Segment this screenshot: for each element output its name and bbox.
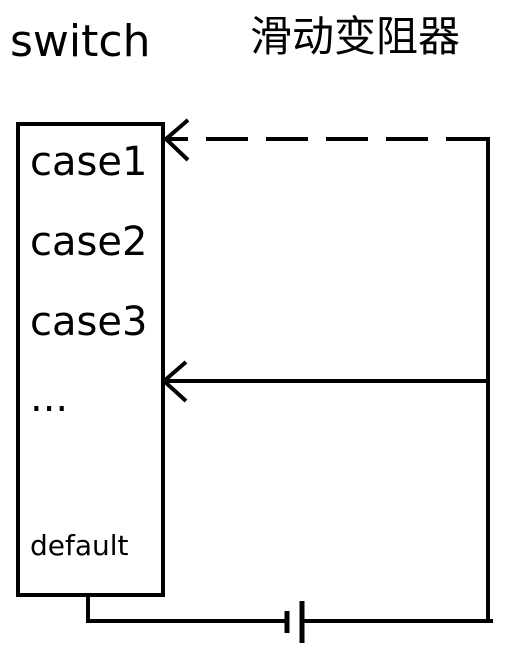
- arrow-left-icon: [163, 118, 190, 162]
- case-label: case1: [30, 139, 148, 185]
- default-label: default: [30, 529, 129, 562]
- case-label: case2: [30, 219, 148, 265]
- rheostat-title: 滑动变阻器: [250, 12, 461, 61]
- case-ellipsis: ...: [30, 375, 69, 421]
- bottom-wire-left: [86, 595, 286, 623]
- battery-icon: [284, 601, 305, 643]
- switch-title: switch: [10, 16, 151, 67]
- switch-box: [16, 122, 165, 597]
- case-label: case3: [30, 299, 148, 345]
- arrow-left-icon: [160, 360, 188, 403]
